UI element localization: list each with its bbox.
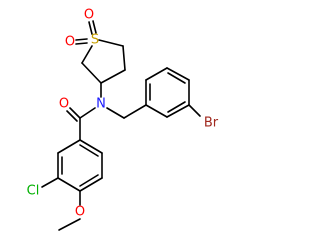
bond-s-o-b-1: [75, 38, 88, 41]
atom-label-n-amide: N: [96, 97, 106, 112]
bond-c2-c3: [122, 45, 126, 71]
bond-c-br: [188, 104, 201, 117]
bonds-layer: [41, 20, 201, 231]
atom-label-o-sulfonyl-a: O: [84, 8, 94, 23]
bond-c5-s: [81, 45, 93, 64]
bond-ch2-ar: [123, 104, 147, 119]
bond-br-ring-2: [145, 67, 168, 81]
bond-co-o-1: [69, 107, 81, 119]
bond-c4-c5: [81, 62, 102, 84]
bond-c3-c4: [100, 69, 126, 84]
bond-n-ch2: [106, 107, 125, 119]
bond-cl-ring-4: [79, 177, 103, 192]
bond-n-co: [79, 107, 96, 119]
bond-cl-ring-1: [57, 139, 81, 154]
molecule-structure-svg: O S O O N Br Cl O: [27, 8, 219, 231]
atom-labels-layer: O S O O N Br Cl O: [27, 8, 219, 220]
bond-c-cl: [41, 177, 59, 188]
atom-label-cl: Cl: [27, 184, 40, 199]
molecule-diagram: O S O O N Br Cl O: [27, 8, 219, 231]
bond-o-ch3: [58, 218, 81, 231]
bond-s-o-a-2: [92, 20, 97, 34]
bond-s-c2: [98, 39, 124, 47]
bond-cl-ring-3: [57, 177, 81, 192]
bond-co-o-2: [66, 110, 78, 122]
bond-s-o-b-2: [75, 42, 88, 45]
atom-label-o-sulfonyl-b: O: [65, 35, 75, 50]
bond-cl-ring-4-inner: [79, 174, 99, 187]
bond-cl-ring-6-inner: [79, 144, 99, 157]
bond-cl-ring-6: [79, 139, 103, 154]
bond-br-ring-6: [145, 104, 168, 118]
atom-label-br: Br: [204, 116, 219, 131]
bond-br-ring-5: [166, 104, 190, 118]
bond-br-ring-3: [166, 67, 190, 81]
bond-br-ring-5-inner: [167, 101, 186, 113]
atom-label-s-ring: S: [91, 33, 99, 48]
atom-label-o-carbonyl: O: [59, 97, 69, 112]
atom-label-o-methoxy: O: [75, 205, 85, 220]
bond-br-ring-3-inner: [167, 72, 186, 84]
bond-s-o-a-1: [88, 21, 93, 35]
